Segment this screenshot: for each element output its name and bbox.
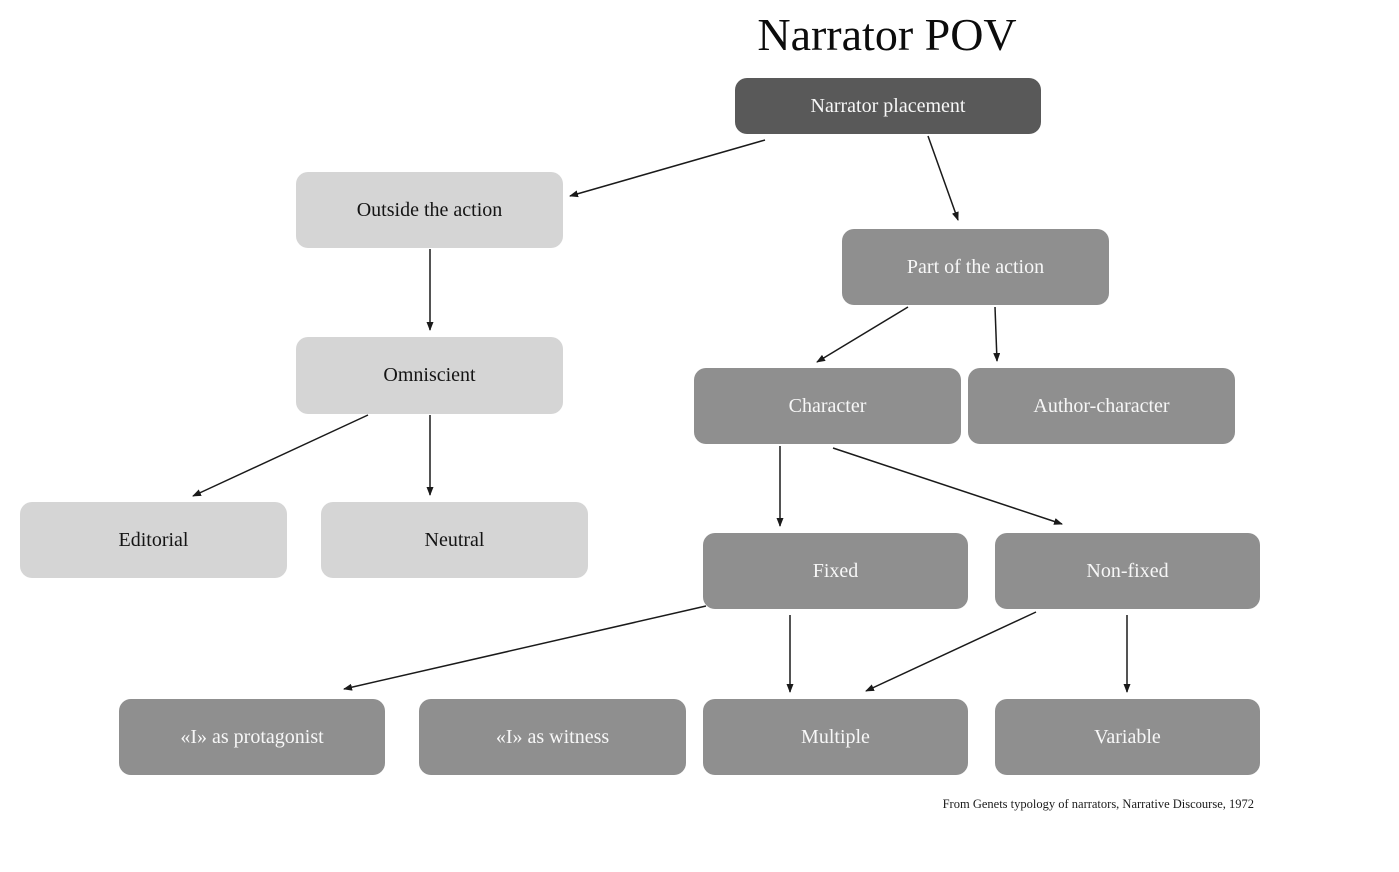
node-label: Fixed xyxy=(812,559,859,582)
edge-part-of-the-action-to-author-character xyxy=(993,306,1001,362)
node-i-as-protagonist: «I» as protagonist xyxy=(119,699,385,775)
edge-omniscient-to-editorial xyxy=(192,414,369,497)
node-editorial: Editorial xyxy=(20,502,287,578)
node-outside-the-action: Outside the action xyxy=(296,172,563,248)
node-character: Character xyxy=(694,368,961,444)
edge-narrator-placement-to-outside-the-action xyxy=(569,139,766,198)
node-label: Non-fixed xyxy=(1086,559,1169,582)
edge-narrator-placement-to-part-of-the-action xyxy=(927,135,959,221)
node-part-of-the-action: Part of the action xyxy=(842,229,1109,305)
node-author-character: Author-character xyxy=(968,368,1235,444)
node-fixed: Fixed xyxy=(703,533,968,609)
node-neutral: Neutral xyxy=(321,502,588,578)
node-multiple: Multiple xyxy=(703,699,968,775)
node-i-as-witness: «I» as witness xyxy=(419,699,686,775)
edge-fixed-to-i-as-protagonist xyxy=(343,605,707,691)
edge-non-fixed-to-multiple xyxy=(865,611,1037,692)
node-variable: Variable xyxy=(995,699,1260,775)
node-label: Part of the action xyxy=(906,255,1045,278)
node-label: «I» as protagonist xyxy=(180,725,324,748)
node-label: «I» as witness xyxy=(495,725,610,748)
node-non-fixed: Non-fixed xyxy=(995,533,1260,609)
node-label: Neutral xyxy=(424,528,485,551)
diagram-title: Narrator POV xyxy=(757,9,1017,60)
node-label: Variable xyxy=(1094,725,1161,748)
node-label: Character xyxy=(788,394,867,417)
edge-part-of-the-action-to-character xyxy=(816,306,909,363)
node-label: Author-character xyxy=(1033,394,1170,417)
node-label: Multiple xyxy=(801,725,870,748)
edge-character-to-non-fixed xyxy=(832,447,1063,525)
node-label: Editorial xyxy=(118,528,189,551)
node-label: Outside the action xyxy=(356,198,503,221)
node-label: Omniscient xyxy=(383,364,476,386)
source-caption: From Genets typology of narrators, Narra… xyxy=(942,797,1254,811)
node-omniscient: Omniscient xyxy=(296,337,563,414)
node-narrator-placement: Narrator placement xyxy=(735,78,1041,134)
node-label: Narrator placement xyxy=(810,94,966,117)
